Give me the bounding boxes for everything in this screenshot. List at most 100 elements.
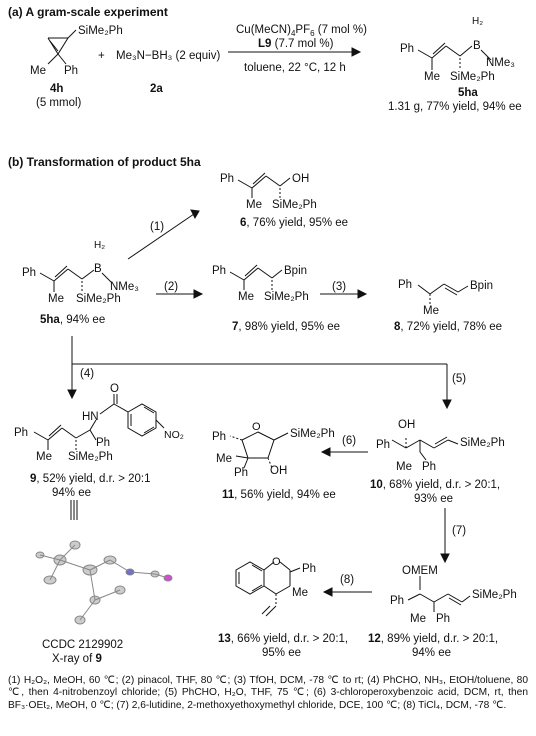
atom-bpin-7: Bpin [284, 265, 307, 277]
atom-ph-9: Ph [14, 427, 28, 439]
atom-ph-6: Ph [220, 173, 234, 185]
atom-sime2ph-9: SiMe₂Ph [68, 451, 113, 463]
atom-me-10: Me [396, 461, 412, 473]
structure-8 [417, 283, 469, 304]
arrow-step-7 [440, 508, 450, 564]
atom-nme3-5ha-b: NMe₃ [110, 281, 139, 293]
structure-9 [33, 394, 165, 450]
label-4h-amount: (5 mmol) [36, 97, 82, 109]
structure-10 [391, 436, 459, 461]
label-6: 6, 76% yield, 95% ee [240, 217, 348, 229]
xray-ccdc: CCDC 2129902 [42, 639, 123, 651]
atom-sime2ph-5ha-b: SiMe₂Ph [76, 293, 121, 305]
atom-sime2ph-5ha-a: SiMe₂Ph [450, 71, 495, 83]
reaction-arrow-a [228, 47, 362, 57]
structure-5ha-b [39, 265, 113, 292]
atom-h2-5ha-b: H₂ [94, 240, 105, 251]
atom-ph-4h: Ph [64, 65, 78, 77]
arrow-step-4 [67, 336, 77, 400]
atom-ph-12: Ph [390, 595, 404, 607]
label-12-ee: 94% ee [412, 647, 451, 659]
structure-11 [229, 431, 289, 469]
atom-sime2ph-12: SiMe₂Ph [472, 589, 517, 601]
label-13-ee: 95% ee [262, 647, 301, 659]
structure-4h [47, 29, 77, 65]
atom-me-13: Me [292, 587, 308, 599]
label-8: 8, 72% yield, 78% ee [394, 321, 502, 333]
section-a-title: (a) A gram-scale experiment [8, 5, 168, 19]
arrow-step-2 [156, 289, 204, 299]
atom-o-13: O [272, 556, 281, 568]
atom-sime2ph-6: SiMe₂Ph [272, 199, 317, 211]
step-label-8: (8) [340, 574, 354, 586]
structure-13 [235, 561, 301, 617]
atom-sime2ph-10: SiMe₂Ph [460, 437, 505, 449]
step-label-5: (5) [452, 373, 466, 385]
atom-ph2-11: Ph [234, 467, 248, 479]
atom-me-6: Me [246, 199, 262, 211]
conditions-text: toluene, 22 °C, 12 h [244, 62, 346, 74]
atom-ph2-10: Ph [422, 461, 436, 473]
atom-b-5ha-b: B [94, 263, 102, 275]
triple-bond-connector [70, 500, 78, 520]
step-label-1: (1) [150, 221, 164, 233]
atom-me-8: Me [423, 305, 439, 317]
arrow-step-1 [127, 209, 200, 260]
label-9-ee: 94% ee [52, 487, 91, 499]
structure-12 [407, 576, 471, 612]
atom-ph-5ha-a: Ph [400, 43, 414, 55]
atom-sime2ph-7: SiMe₂Ph [264, 291, 309, 303]
atom-ph-5ha-b: Ph [22, 267, 36, 279]
xray-structure [35, 540, 173, 625]
label-13: 13, 66% yield, d.r. > 20:1, [218, 633, 348, 645]
label-5ha-b: 5ha, 94% ee [40, 314, 105, 326]
atom-oh-6: OH [292, 173, 309, 185]
atom-ph-13: Ph [302, 563, 316, 575]
arrow-step-6 [320, 447, 368, 457]
step-label-3: (3) [332, 281, 346, 293]
atom-ph-7: Ph [212, 265, 226, 277]
atom-no2-9: NO₂ [164, 429, 184, 441]
label-12: 12, 89% yield, d.r. > 20:1, [368, 633, 498, 645]
atom-ph-10: Ph [376, 439, 390, 451]
label-4h: 4h [50, 83, 63, 95]
arrow-step-8 [322, 587, 372, 597]
atom-ph-8: Ph [398, 279, 412, 291]
label-5ha-a: 5ha [458, 87, 478, 99]
atom-h2-5ha-a: H₂ [472, 16, 483, 27]
conditions-footnote: (1) H₂O₂, MeOH, 60 ℃; (2) pinacol, THF, … [8, 675, 528, 711]
atom-oh-10: OH [398, 419, 415, 431]
atom-sime2ph-4h: SiMe₂Ph [78, 25, 123, 37]
label-10-ee: 93% ee [414, 493, 453, 505]
step-label-2: (2) [164, 281, 178, 293]
atom-o-11: O [252, 421, 261, 433]
label-10: 10, 68% yield, d.r. > 20:1, [370, 479, 500, 491]
ligand-text: L9 (7.7 mol %) [258, 38, 334, 50]
atom-me-11: Me [216, 453, 232, 465]
borane-reagent: Me₃N−BH₃ (2 equiv) [116, 50, 220, 62]
label-9: 9, 52% yield, d.r. > 20:1 [30, 473, 151, 485]
atom-ph2-9: Ph [96, 437, 110, 449]
atom-sime2ph-11: SiMe₂Ph [290, 428, 335, 440]
section-b-title: (b) Transformation of product 5ha [8, 155, 201, 169]
atom-me-5ha-a: Me [424, 71, 440, 83]
structure-5ha-a [417, 42, 492, 70]
atom-hn-9: HN [82, 411, 99, 423]
atom-o-9: O [110, 383, 119, 395]
atom-oh-11: OH [270, 465, 287, 477]
atom-me-4h: Me [30, 65, 46, 77]
atom-omem-12: OMEM [402, 565, 438, 577]
atom-bpin-8: Bpin [470, 280, 493, 292]
label-7: 7, 98% yield, 95% ee [232, 321, 340, 333]
label-11: 11, 56% yield, 94% ee [222, 489, 336, 501]
step-label-4: (4) [80, 368, 94, 380]
catalyst-text: Cu(MeCN)4PF6 (7 mol %) [236, 24, 367, 38]
atom-me-5ha-b: Me [48, 293, 64, 305]
label-2a: 2a [150, 83, 163, 95]
arrow-step-3 [320, 289, 368, 299]
structure-6 [237, 172, 291, 198]
structure-7 [229, 264, 283, 290]
xray-caption: X-ray of 9 [52, 653, 102, 665]
result-5ha-a: 1.31 g, 77% yield, 94% ee [388, 101, 522, 113]
